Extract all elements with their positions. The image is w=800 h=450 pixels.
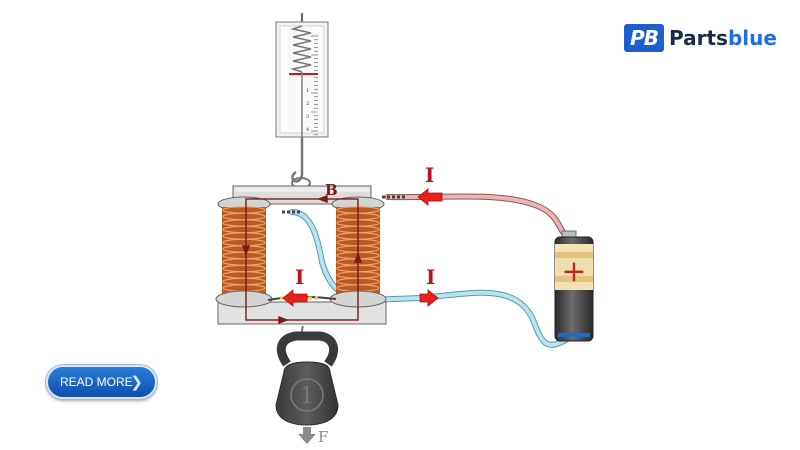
scale-ticks [311,35,318,136]
force-arrow-down [298,427,316,444]
scale-label-1: 1 [306,88,309,94]
logo-mark: PB [624,24,664,52]
scale-label-3: 3 [306,114,309,120]
current-arrow-middle [282,289,308,307]
current-arrow-top [417,188,443,206]
spring-scale: 1 2 3 4 [275,13,329,138]
logo-word-blue: blue [727,26,777,50]
current-label-right: I [426,265,435,289]
battery: + [554,230,594,342]
left-coil [215,196,273,308]
magnetic-field-label: B [325,181,338,199]
read-more-button[interactable]: READ MORE ❯ [46,365,157,399]
scale-hook [291,137,311,189]
partsblue-logo[interactable]: PB Partsblue [624,24,777,52]
current-label-top: I [425,163,434,187]
logo-wordmark: Partsblue [669,26,777,50]
battery-positive-symbol: + [561,254,586,289]
force-label: F [318,428,328,446]
logo-word-parts: Parts [669,26,728,50]
read-more-label: READ MORE [60,375,133,389]
current-arrow-right [419,289,439,307]
kettlebell-weight: 1 [275,325,339,426]
current-label-middle: I [295,265,304,289]
scale-label-4: 4 [306,127,309,133]
weight-number: 1 [300,384,314,409]
chevron-right-icon: ❯ [130,374,143,391]
spring [290,25,312,73]
positive-wire [385,193,569,238]
magnetic-field-loop [241,194,363,325]
scale-label-2: 2 [306,101,309,107]
